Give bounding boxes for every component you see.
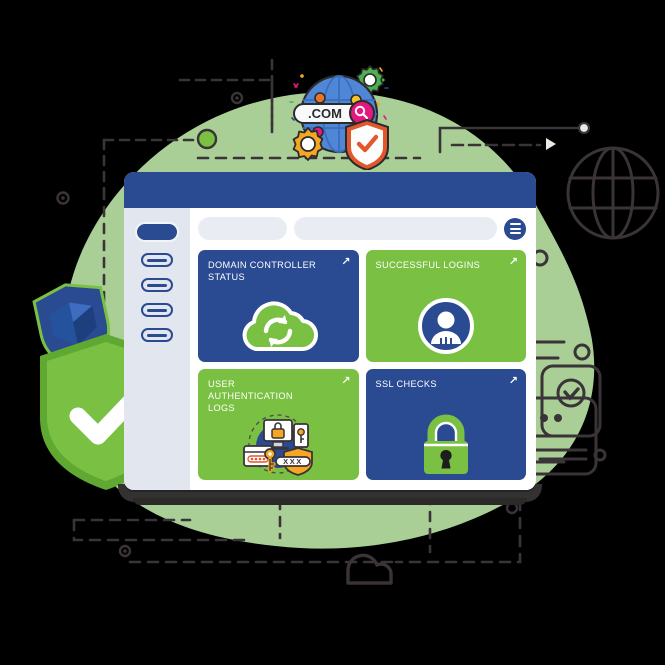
window-content: DOMAIN CONTROLLER STATUS ↗ xyxy=(190,208,536,490)
search-input[interactable] xyxy=(198,217,287,240)
card-user-authentication-logs[interactable]: USER AUTHENTICATION LOGS ↗ xyxy=(198,368,359,480)
arrow-up-right-icon[interactable]: ↗ xyxy=(508,374,518,387)
right-gadget-group xyxy=(520,146,660,476)
card-domain-controller-status[interactable]: DOMAIN CONTROLLER STATUS ↗ xyxy=(198,250,359,362)
card-successful-logins[interactable]: SUCCESSFUL LOGINS ↗ xyxy=(365,250,527,362)
arrow-up-right-icon[interactable]: ↗ xyxy=(508,256,518,268)
search-bar: .COM xyxy=(293,100,375,126)
user-circle-icon xyxy=(366,294,527,358)
sidebar-item-1[interactable] xyxy=(141,253,173,267)
card-title: SSL CHECKS xyxy=(375,378,437,389)
arrow-up-right-icon[interactable]: ↗ xyxy=(341,374,351,387)
arrow-up-right-icon[interactable]: ↗ xyxy=(341,256,351,268)
card-title: DOMAIN CONTROLLER STATUS xyxy=(208,260,317,283)
globe-wireframe-icon xyxy=(566,146,660,240)
svg-text:XXX: XXX xyxy=(283,457,303,466)
hamburger-menu-icon[interactable] xyxy=(504,217,526,240)
card-title: USER AUTHENTICATION LOGS xyxy=(208,378,293,413)
gear-icon-yellow xyxy=(292,127,324,161)
search-bar-text: .COM xyxy=(308,106,342,121)
authentication-collage-icon: XXX xyxy=(198,412,359,476)
shield-check-icon xyxy=(345,118,389,170)
filter-input[interactable] xyxy=(293,217,497,240)
card-grid: DOMAIN CONTROLLER STATUS ↗ xyxy=(198,250,526,480)
browser-window: DOMAIN CONTROLLER STATUS ↗ xyxy=(124,172,536,490)
card-title: SUCCESSFUL LOGINS xyxy=(375,260,481,270)
sidebar-item-3[interactable] xyxy=(141,303,173,317)
toolbar xyxy=(198,216,526,241)
padlock-icon xyxy=(366,412,527,476)
smartphone-check-outline-icon xyxy=(538,364,607,462)
monitor-base-shadow xyxy=(133,498,527,505)
card-ssl-checks[interactable]: SSL CHECKS ↗ xyxy=(365,368,527,480)
sidebar-item-2[interactable] xyxy=(141,278,173,292)
sidebar xyxy=(124,208,190,490)
window-titlebar xyxy=(124,172,536,208)
sidebar-item-active[interactable] xyxy=(135,222,179,242)
sidebar-item-4[interactable] xyxy=(141,328,173,342)
cloud-sync-icon xyxy=(198,294,359,358)
domain-search-globe: .COM xyxy=(289,65,389,170)
